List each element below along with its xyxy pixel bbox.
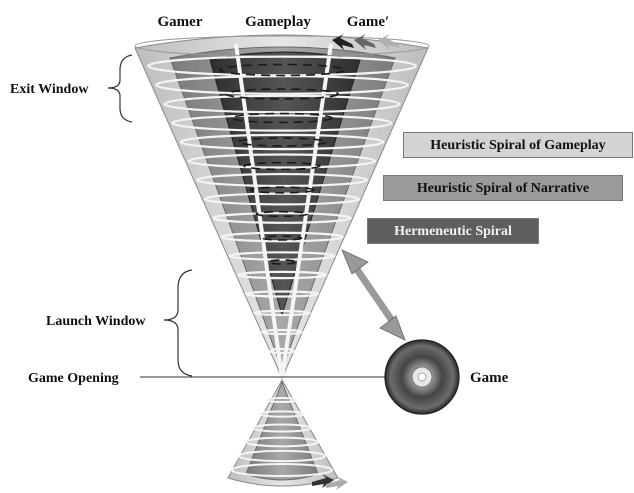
lower-spiral-ring <box>238 449 326 463</box>
inner-spiral-dash <box>243 161 321 171</box>
spiral-ring <box>236 270 328 280</box>
spiral-ring <box>228 251 336 261</box>
direction-arrow-icon <box>354 34 376 50</box>
spiral-ring <box>179 133 385 151</box>
inner-spiral-dash <box>267 259 297 265</box>
legend-hermeneutic-spiral: Hermeneutic Spiral <box>367 218 539 244</box>
upper-cone <box>134 34 430 380</box>
inner-spiral-dash <box>249 186 315 194</box>
legend-heuristic-narrative: Heuristic Spiral of Narrative <box>383 175 623 201</box>
label-gamer: Gamer <box>158 14 203 30</box>
inner-spiral-dash <box>231 112 333 124</box>
direction-arrow-icon <box>378 34 400 50</box>
lower-cone <box>227 378 348 490</box>
spiral-ring <box>163 94 401 114</box>
spiral-ring <box>187 153 377 169</box>
label-gameplay: Gameplay <box>245 14 311 30</box>
inner-spiral-dash <box>261 235 303 241</box>
inner-spiral-dash <box>255 210 309 218</box>
spiral-ring <box>253 309 311 317</box>
direction-arrow-icon <box>332 34 354 50</box>
label-exit-window: Exit Window <box>10 82 89 97</box>
label-game-prime: Game′ <box>347 14 390 30</box>
spiral-ring <box>261 328 303 336</box>
inner-spiral-dashes <box>218 63 346 265</box>
inner-spiral-dash <box>237 137 327 147</box>
lower-spiral-rings <box>231 397 333 477</box>
launch-window-brace <box>163 269 193 377</box>
direction-arrow-icon <box>312 474 334 488</box>
spiral-rings <box>147 55 417 355</box>
legend-heuristic-gameplay: Heuristic Spiral of Gameplay <box>403 132 633 158</box>
divider-right <box>280 43 333 379</box>
lower-spiral-ring <box>231 463 333 477</box>
label-game: Game <box>470 370 509 386</box>
spiral-ring <box>220 231 344 243</box>
double-arrow-icon <box>341 249 406 341</box>
lower-spiral-ring <box>252 423 312 433</box>
exit-window-brace <box>107 54 133 123</box>
divider-left <box>234 43 284 379</box>
inner-spiral-dash <box>225 88 339 100</box>
lower-spiral-ring <box>266 397 298 403</box>
direction-arrow-icon <box>326 476 348 490</box>
label-game-opening: Game Opening <box>28 371 119 386</box>
lower-spiral-ring <box>259 410 305 418</box>
spiral-ring <box>244 290 320 298</box>
lower-spiral-ring <box>245 436 319 448</box>
spiral-ring <box>171 114 393 132</box>
inner-spiral-dash <box>218 63 346 77</box>
spiral-ring <box>195 172 369 188</box>
top-direction-arrows <box>332 34 400 50</box>
label-launch-window: Launch Window <box>46 314 146 329</box>
disc-icon <box>384 339 460 415</box>
spiral-ring <box>269 347 295 355</box>
spiral-ring <box>212 212 352 224</box>
